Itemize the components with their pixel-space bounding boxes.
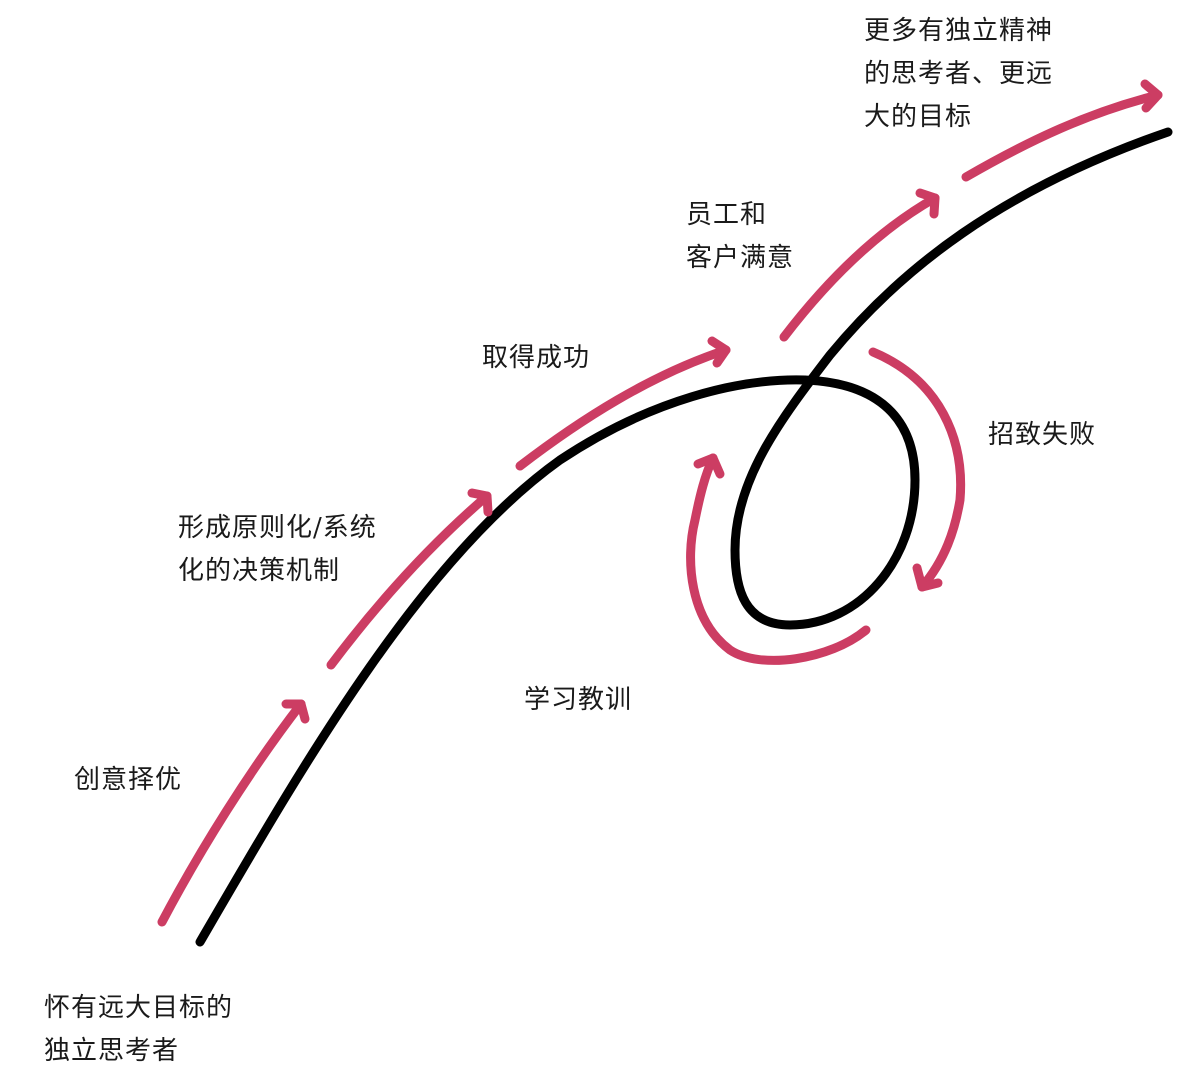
- arrowhead-success-icon: [707, 336, 731, 368]
- arrow-satisfaction: [779, 193, 940, 342]
- arrow-bigger-goals: [961, 90, 1163, 182]
- arrowhead-principled-decisions-icon: [467, 488, 493, 517]
- label-start-line-2: 独立思考者: [44, 1036, 180, 1066]
- label-satisfaction-line-2: 客户满意: [686, 243, 795, 273]
- arrow-idea-selection: [157, 699, 306, 927]
- label-lessons: 学习教训: [524, 679, 632, 722]
- label-goal-line-1: 更多有独立精神: [864, 16, 1054, 46]
- label-idea-selection: 创意择优: [74, 759, 182, 802]
- arrow-success: [515, 345, 731, 471]
- label-start: 怀有远大目标的 独立思考者: [44, 987, 233, 1073]
- arrowhead-bigger-goals-icon: [1140, 79, 1163, 113]
- arrowhead-lessons-icon: [693, 453, 725, 479]
- arrowhead-idea-selection-icon: [281, 699, 310, 724]
- label-goal: 更多有独立精神 的思考者、更远 大的目标: [864, 10, 1053, 139]
- label-failure-line-1: 招致失败: [988, 420, 1097, 450]
- label-goal-line-3: 大的目标: [864, 102, 973, 132]
- label-success-line-1: 取得成功: [482, 343, 591, 373]
- label-satisfaction: 员工和 客户满意: [686, 194, 794, 280]
- arrowhead-failure-icon: [912, 563, 943, 592]
- label-goal-line-2: 的思考者、更远: [864, 59, 1054, 89]
- arrow-principled-decisions: [326, 491, 492, 670]
- arrow-lessons: [686, 453, 871, 665]
- main-progress-path: [195, 127, 1173, 947]
- label-principled-decisions-line-1: 形成原则化/系统: [178, 513, 377, 543]
- label-principled-decisions-line-2: 化的决策机制: [178, 556, 341, 586]
- label-success: 取得成功: [482, 337, 590, 380]
- arrowhead-satisfaction-icon: [915, 188, 940, 219]
- label-failure: 招致失败: [988, 414, 1096, 457]
- label-principled-decisions: 形成原则化/系统 化的决策机制: [178, 507, 377, 593]
- label-satisfaction-line-1: 员工和: [686, 200, 768, 230]
- label-lessons-line-1: 学习教训: [524, 685, 633, 715]
- label-idea-selection-line-1: 创意择优: [74, 765, 183, 795]
- arrow-failure: [868, 347, 966, 592]
- label-start-line-1: 怀有远大目标的: [44, 993, 234, 1023]
